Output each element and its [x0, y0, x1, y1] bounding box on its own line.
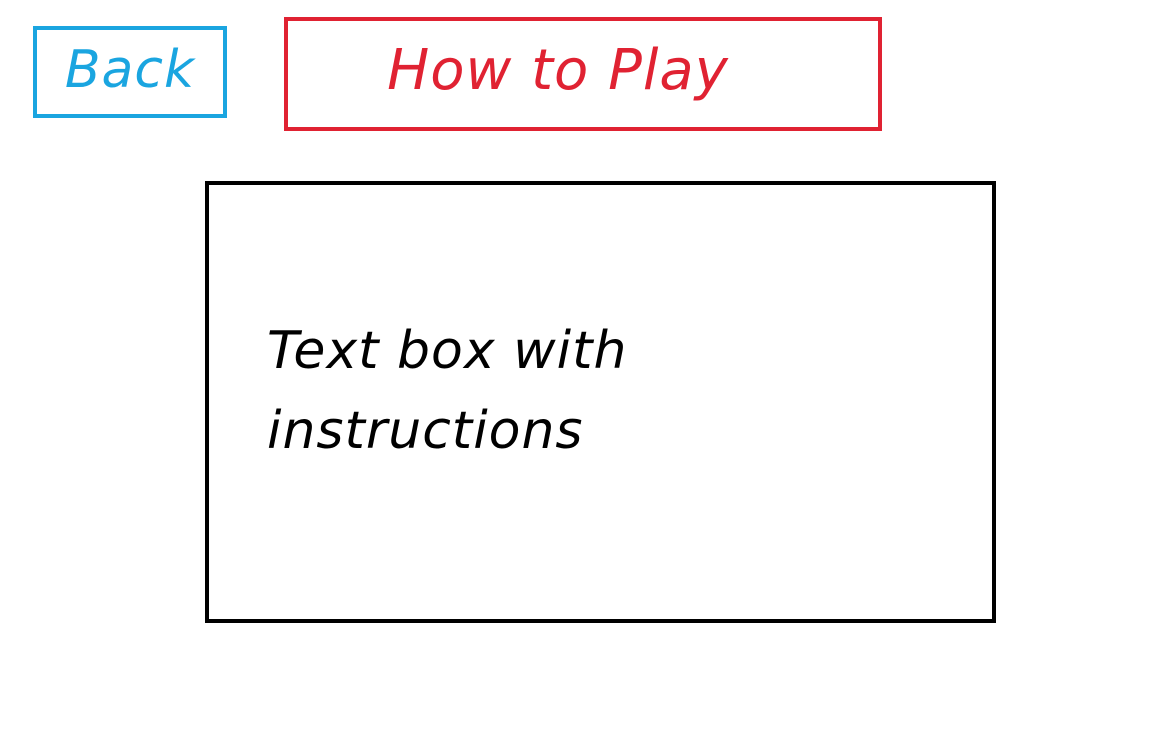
back-button-label: Back: [64, 40, 196, 100]
page-title: How to Play: [387, 38, 729, 103]
instructions-text: Text box with instructions: [267, 321, 628, 461]
back-button[interactable]: Back: [33, 26, 227, 118]
instructions-text-box: Text box with instructions: [205, 181, 996, 623]
page-title-box: How to Play: [284, 17, 882, 131]
